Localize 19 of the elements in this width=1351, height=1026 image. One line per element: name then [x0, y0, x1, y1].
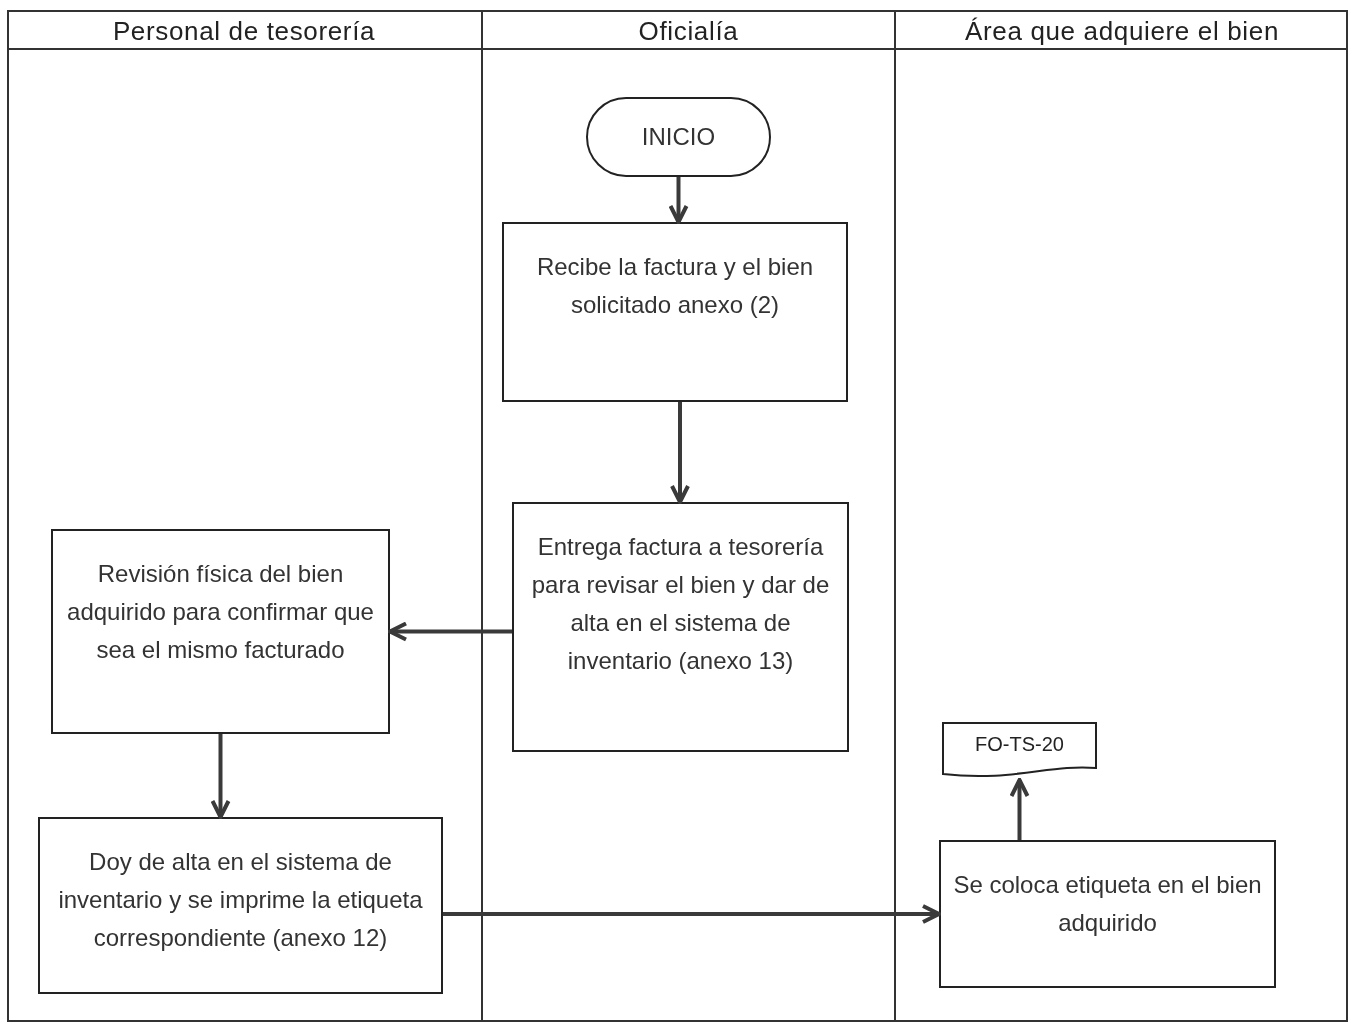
process-box: Entrega factura a tesorería para revisar el bien y dar de alta en el sistema de inventario (anexo 13)	[512, 502, 849, 752]
swimlane-column	[7, 10, 483, 1022]
document-code: FO-TS-20	[975, 732, 1064, 757]
document-shape	[942, 722, 1097, 780]
lane-header: Área que adquiere el bien	[965, 15, 1279, 48]
start-terminal: INICIO	[586, 97, 771, 177]
process-box: Revisión física del bien adquirido para confirmar que sea el mismo facturado	[51, 529, 390, 734]
swimlane-column	[483, 10, 896, 1022]
process-box: Doy de alta en el sistema de inventario y se imprime la etiqueta correspondiente (anexo 12)	[38, 817, 443, 994]
arrow	[1009, 778, 1030, 840]
arrow	[670, 402, 690, 504]
arrow	[668, 177, 689, 224]
arrow	[388, 621, 512, 642]
process-box: Recibe la factura y el bien solicitado anexo (2)	[502, 222, 848, 402]
arrow	[210, 734, 231, 819]
lane-header: Oficialía	[638, 15, 739, 48]
arrow	[443, 904, 941, 924]
process-box: Se coloca etiqueta en el bien adquirido	[939, 840, 1276, 988]
lane-header: Personal de tesorería	[112, 15, 376, 48]
